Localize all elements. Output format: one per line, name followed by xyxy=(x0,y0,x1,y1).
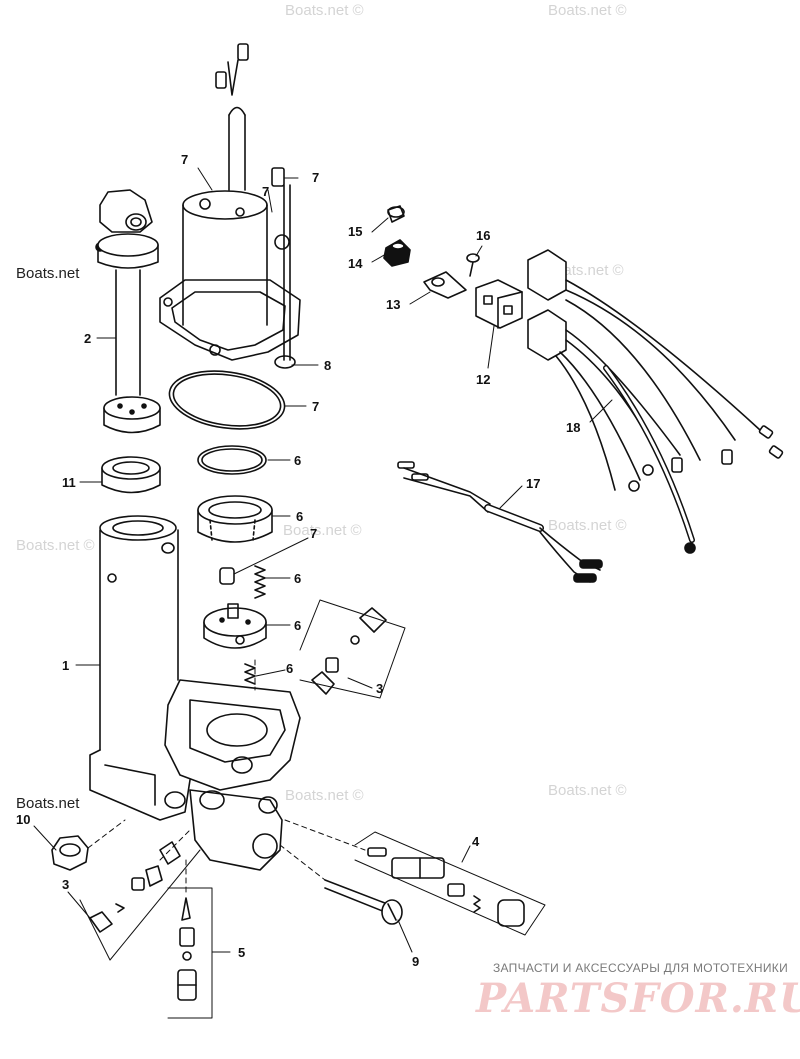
callout-3b: 3 xyxy=(62,877,69,892)
callout-7e: 7 xyxy=(310,526,317,541)
callout-7d: 7 xyxy=(312,399,319,414)
leader-lines xyxy=(33,167,613,953)
callout-7c: 7 xyxy=(312,170,319,185)
callout-3a: 3 xyxy=(376,681,383,696)
watermark: Boats.net © xyxy=(548,517,627,534)
callout-9: 9 xyxy=(412,954,419,969)
callout-1: 1 xyxy=(62,658,69,673)
brand-tagline: ЗАПЧАСТИ И АКСЕССУАРЫ ДЛЯ МОТОТЕХНИКИ xyxy=(492,961,788,975)
brand-logo: PARTSFOR.RU xyxy=(476,975,800,1022)
part-17-wire-lead xyxy=(397,461,603,583)
callout-15: 15 xyxy=(348,224,362,239)
callout-18: 18 xyxy=(566,420,580,435)
part-13-clip xyxy=(423,271,467,299)
watermark: Boats.net © xyxy=(16,537,95,554)
callout-4: 4 xyxy=(472,834,480,849)
callouts: 2 11 1 7 7 7 8 7 6 6 7 6 6 6 3 15 14 13 … xyxy=(16,152,580,969)
callout-12: 12 xyxy=(476,372,490,387)
part-10-cap xyxy=(51,835,89,871)
part-11-seal xyxy=(101,456,161,494)
part-3-valve-set-lower xyxy=(79,841,201,961)
watermark: Boats.net © xyxy=(283,522,362,539)
part-18-harness xyxy=(527,249,784,554)
watermark: Boats.net © xyxy=(548,782,627,799)
callout-6e: 6 xyxy=(286,661,293,676)
callout-6b: 6 xyxy=(296,509,303,524)
part-5-relief-valve xyxy=(167,887,213,1019)
watermark-dark: Boats.net xyxy=(16,265,80,282)
callout-13: 13 xyxy=(386,297,400,312)
part-6-spring-lower xyxy=(244,663,256,685)
watermark: Boats.net © xyxy=(548,2,627,19)
assembly-lines xyxy=(87,659,366,896)
callout-16: 16 xyxy=(476,228,490,243)
part-6-manifold xyxy=(203,603,267,649)
part-9-manual-release-valve xyxy=(324,879,403,925)
part-7-check-valve xyxy=(219,567,235,585)
part-3-valve-set-upper xyxy=(299,599,406,699)
watermark: Boats.net © xyxy=(285,787,364,804)
part-6-oring xyxy=(197,445,267,475)
part-6-filter xyxy=(197,495,273,543)
part-6-spring xyxy=(254,565,266,599)
part-7-oring xyxy=(168,370,286,430)
callout-6d: 6 xyxy=(294,618,301,633)
callout-11: 11 xyxy=(62,475,76,490)
part-12-relay xyxy=(475,279,523,329)
part-2-trim-rod xyxy=(95,189,161,434)
watermark: Boats.net © xyxy=(285,2,364,19)
part-1-cylinder xyxy=(89,515,191,821)
callout-8: 8 xyxy=(324,358,331,373)
callout-2: 2 xyxy=(84,331,91,346)
callout-6a: 6 xyxy=(294,453,301,468)
callout-6c: 6 xyxy=(294,571,301,586)
part-14-grommet xyxy=(383,239,411,267)
callout-14: 14 xyxy=(348,256,363,271)
callout-10: 10 xyxy=(16,812,30,827)
part-16-screw xyxy=(466,253,480,277)
part-7-motor xyxy=(159,43,301,369)
callout-7a: 7 xyxy=(181,152,188,167)
part-4-shuttle-valve xyxy=(354,831,546,936)
watermarks: Boats.net © Boats.net © Boats.net © Boat… xyxy=(16,2,627,812)
pump-body xyxy=(164,679,301,871)
watermark-dark: Boats.net xyxy=(16,795,80,812)
callout-5: 5 xyxy=(238,945,245,960)
callout-7b: 7 xyxy=(262,184,269,199)
callout-17: 17 xyxy=(526,476,540,491)
part-15-screw xyxy=(387,205,405,223)
